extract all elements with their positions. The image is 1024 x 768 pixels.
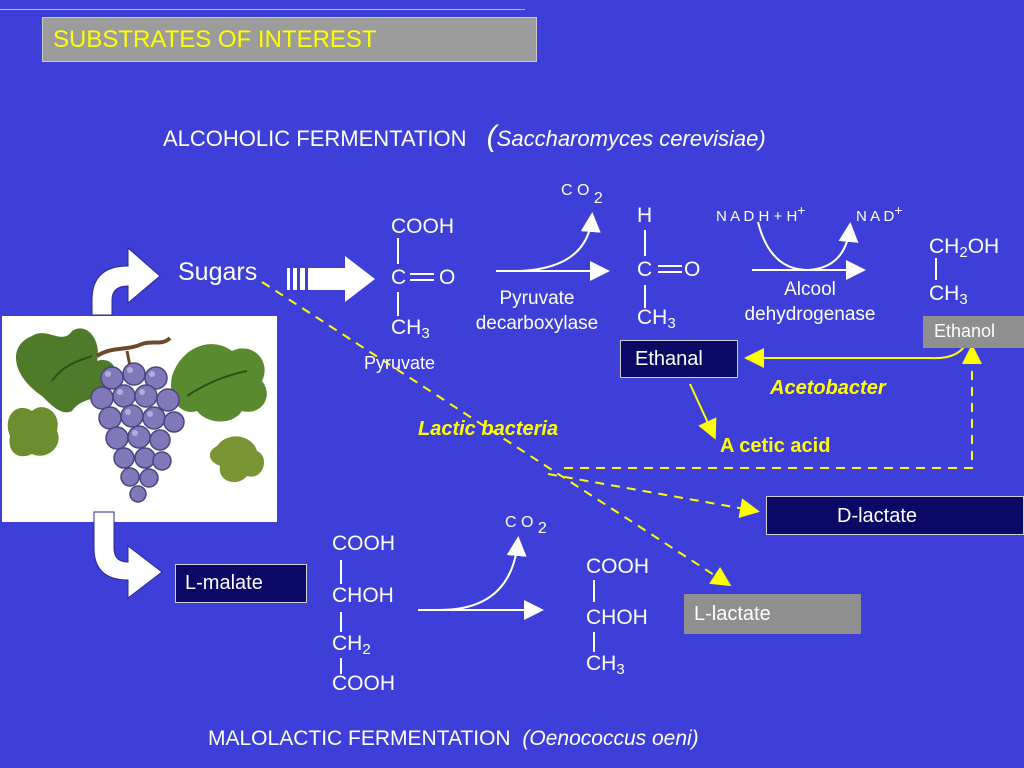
co2-bottom: C O 2 bbox=[505, 514, 547, 537]
ethanol-label: Ethanol bbox=[934, 321, 996, 341]
l-lactate-label: L-lactate bbox=[694, 603, 771, 625]
ethanal-bonds bbox=[644, 230, 682, 308]
pyruvate-bonds bbox=[397, 238, 434, 316]
ethanol-box: Ethanol bbox=[923, 316, 1024, 348]
enzyme-alcool-dehydrogenase: Alcool dehydrogenase bbox=[744, 279, 876, 325]
reaction-arrow-3 bbox=[418, 536, 544, 620]
malate-cooh-top: COOH bbox=[332, 532, 395, 555]
curved-arrow-up-icon bbox=[91, 246, 161, 316]
reaction-arrow-2 bbox=[752, 221, 866, 280]
alcoholic-heading-text: ALCOHOLIC FERMENTATION bbox=[163, 126, 467, 151]
reaction-arrow-1 bbox=[496, 212, 610, 281]
acetobacter-label: Acetobacter bbox=[770, 377, 886, 399]
pyruvate-cooh: COOH bbox=[391, 215, 454, 238]
ethanal-o: O bbox=[684, 258, 701, 281]
lactic-bacteria-label: Lactic bacteria bbox=[418, 418, 559, 440]
slide-title: SUBSTRATES OF INTEREST bbox=[53, 26, 377, 53]
grape-image bbox=[2, 316, 277, 522]
grape-icon bbox=[7, 328, 267, 503]
malolactic-heading-text: MALOLACTIC FERMENTATION bbox=[208, 727, 511, 750]
alcoholic-organism: Saccharomyces cerevisiae) bbox=[496, 126, 766, 151]
ethanal-h: H bbox=[637, 204, 653, 227]
d-lactate-box: D-lactate bbox=[766, 496, 1024, 535]
malolactic-organism: (Oenococcus oeni) bbox=[522, 727, 699, 750]
ethanol-ch2oh: CH2OH bbox=[929, 235, 1000, 261]
pyruvate-label: Pyruvate bbox=[364, 353, 436, 373]
sugars-label: Sugars bbox=[178, 258, 258, 286]
lactate-ch3: CH3 bbox=[586, 652, 625, 678]
lactate-choh: CHOH bbox=[586, 606, 648, 629]
enzyme-pyruvate-decarboxylase: Pyruvate decarboxylase bbox=[475, 288, 599, 334]
malolactic-heading: MALOLACTIC FERMENTATION (Oenococcus oeni… bbox=[208, 727, 699, 751]
acetic-acid-label: A cetic acid bbox=[720, 435, 831, 457]
pyruvate-o: O bbox=[439, 266, 456, 289]
co2-top: C O 2 bbox=[561, 182, 603, 207]
nadh-label: N A D H + H+ bbox=[716, 202, 806, 225]
alcoholic-paren: ( bbox=[486, 120, 497, 153]
alcoholic-heading: ALCOHOLIC FERMENTATION (Saccharomyces ce… bbox=[163, 120, 766, 154]
lactate-cooh: COOH bbox=[586, 555, 649, 578]
ethanal-label: Ethanal bbox=[635, 348, 703, 370]
lactic-dashed-lines bbox=[261, 281, 982, 587]
malate-choh: CHOH bbox=[332, 584, 394, 607]
title-box: SUBSTRATES OF INTEREST bbox=[42, 17, 537, 62]
ethanal-c: C bbox=[637, 258, 653, 281]
pyruvate-ch3: CH3 bbox=[391, 316, 430, 342]
d-lactate-label: D-lactate bbox=[837, 505, 918, 527]
top-divider bbox=[0, 9, 525, 10]
pyruvate-c: C bbox=[391, 266, 407, 289]
ethanal-box: Ethanal bbox=[620, 340, 738, 378]
ethanol-ch3: CH3 bbox=[929, 282, 968, 308]
nad-label: N A D+ bbox=[856, 202, 903, 225]
acetic-acid-arrow bbox=[689, 383, 717, 440]
l-lactate-box: L-lactate bbox=[684, 594, 861, 634]
malate-cooh-bottom: COOH bbox=[332, 672, 395, 695]
striped-arrow-icon bbox=[287, 256, 375, 302]
l-malate-box: L-malate bbox=[175, 564, 307, 603]
malate-ch2: CH2 bbox=[332, 632, 371, 658]
curved-arrow-down-icon bbox=[93, 511, 163, 600]
l-malate-label: L-malate bbox=[185, 572, 263, 594]
ethanal-ch3: CH3 bbox=[637, 306, 676, 332]
